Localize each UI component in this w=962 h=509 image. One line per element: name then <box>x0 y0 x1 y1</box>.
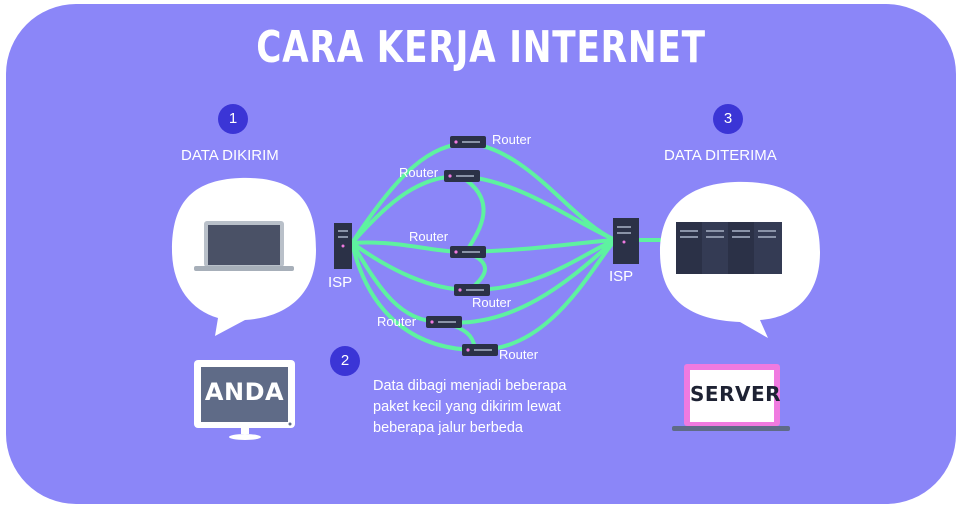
path-router-4-isp <box>468 238 617 292</box>
router-label: Router <box>492 132 532 147</box>
step-2-line-2: paket kecil yang dikirim lewat <box>373 399 561 415</box>
server-label: SERVER <box>690 382 782 406</box>
server-rack-icon <box>676 222 782 274</box>
page-title: CARA KERJA INTERNET <box>256 22 706 73</box>
path-router-2-isp <box>458 174 617 242</box>
step-2-line-3: beberapa jalur berbeda <box>373 420 523 436</box>
path-router-3-isp <box>464 238 617 254</box>
router-icon <box>426 316 462 328</box>
step-2-description: Data dibagi menjadi beberapa paket kecil… <box>373 376 623 439</box>
sender-bubble <box>172 177 316 336</box>
isp-left-tower-icon <box>334 223 352 269</box>
router-label: Router <box>472 295 512 310</box>
anda-monitor-icon <box>194 360 295 440</box>
path-router-6-isp <box>476 238 617 352</box>
laptop-icon <box>194 221 294 271</box>
router-label: Router <box>377 314 417 329</box>
step-1-badge: 1 <box>218 104 248 134</box>
path-router-2-3 <box>458 174 486 254</box>
path-router-5-isp <box>440 238 617 325</box>
router-label: Router <box>409 229 449 244</box>
step-2-badge: 2 <box>330 346 360 376</box>
path-to-router-6 <box>350 241 480 352</box>
step-1-label: DATA DIKIRIM <box>181 147 279 164</box>
router-icon <box>444 170 480 182</box>
server-laptop-icon <box>672 364 790 431</box>
router-icons <box>426 136 498 356</box>
step-3-badge: 3 <box>713 104 743 134</box>
router-icon <box>462 344 498 356</box>
anda-label: ANDA <box>204 378 285 406</box>
step-2-line-1: Data dibagi menjadi beberapa <box>373 378 567 394</box>
isp-left-label: ISP <box>328 274 353 291</box>
router-label: Router <box>499 347 539 362</box>
router-icon <box>450 246 486 258</box>
isp-right-label: ISP <box>609 268 634 285</box>
isp-right-tower-icon <box>613 218 639 264</box>
router-icon <box>450 136 486 148</box>
router-icon <box>454 284 490 296</box>
step-3-label: DATA DITERIMA <box>664 147 777 164</box>
router-label: Router <box>399 165 439 180</box>
receiver-bubble <box>660 181 820 338</box>
